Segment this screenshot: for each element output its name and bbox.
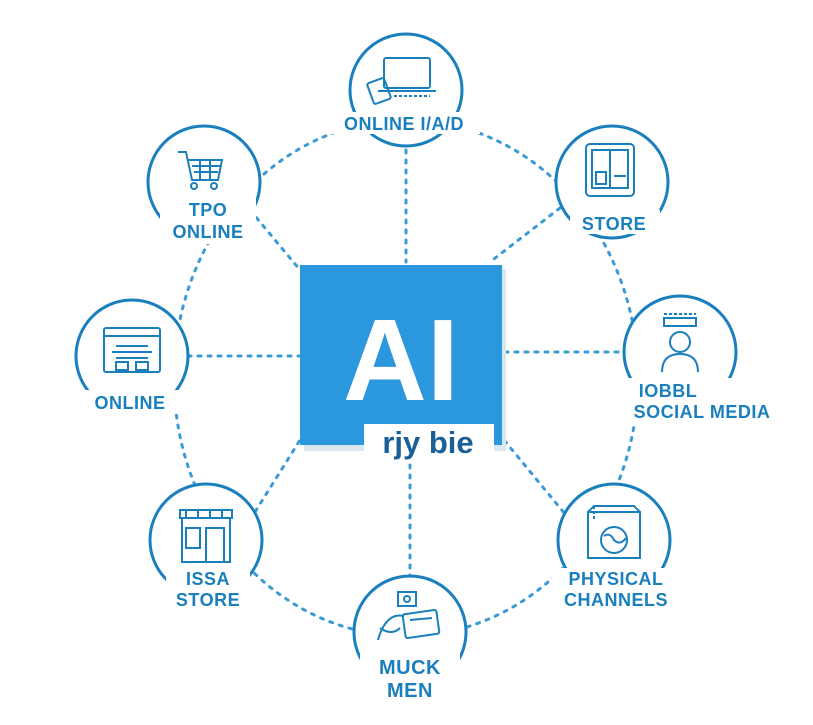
spoke-bottom-left: [248, 438, 302, 522]
node-bottom-right-label-2: CHANNELS: [564, 590, 668, 610]
node-left-label-1: ONLINE: [94, 393, 165, 413]
node-top-left-label-2: ONLINE: [172, 222, 243, 242]
shopping-cart-icon: [178, 151, 224, 190]
storefront-icon: [179, 509, 233, 563]
ai-hub-title: AI: [343, 295, 459, 425]
node-top: ONLINE I/A/D: [328, 32, 480, 148]
node-left: ONLINE: [74, 298, 190, 414]
node-right: IOBBL SOCIAL MEDIA: [620, 294, 786, 426]
spokes: [186, 138, 620, 580]
node-bottom-label-1: MUCK: [379, 657, 441, 679]
node-bottom-left-label-2: STORE: [176, 590, 240, 610]
shop-globe-icon: [587, 505, 641, 559]
node-bottom-right-label-1: PHYSICAL: [568, 569, 663, 589]
node-top-left: TPO ONLINE: [146, 124, 262, 244]
spoke-top-right: [488, 206, 562, 264]
node-bottom-right: PHYSICAL CHANNELS: [552, 482, 682, 612]
node-bottom: MUCK MEN: [352, 574, 468, 704]
ai-hub-box: [300, 265, 502, 445]
node-right-label-1: IOBBL: [639, 381, 698, 401]
node-bottom-left-label-1: ISSA: [186, 569, 230, 589]
node-top-label-1: ONLINE I/A/D: [344, 114, 464, 134]
tablet-storefront-icon: [585, 143, 635, 197]
laptop-card-icon: [366, 57, 436, 105]
spoke-top-left: [248, 208, 302, 272]
browser-window-icon: [103, 327, 161, 373]
node-right-label-2: SOCIAL MEDIA: [634, 402, 771, 422]
node-bottom-left: ISSA STORE: [148, 482, 264, 612]
ai-hub-subtitle-bg: [364, 424, 494, 462]
spoke-bottom-right: [502, 438, 572, 522]
ai-hub: AI rjy bie: [300, 265, 506, 462]
person-profile-icon: [661, 313, 699, 373]
ai-hub-subtitle: rjy bie: [382, 425, 473, 460]
node-top-right-label-1: STORE: [582, 214, 646, 234]
node-bottom-label-2: MEN: [387, 680, 433, 702]
node-top-left-label-1: TPO: [189, 200, 228, 220]
hand-card-icon: [377, 591, 441, 641]
node-top-right: STORE: [554, 124, 670, 240]
